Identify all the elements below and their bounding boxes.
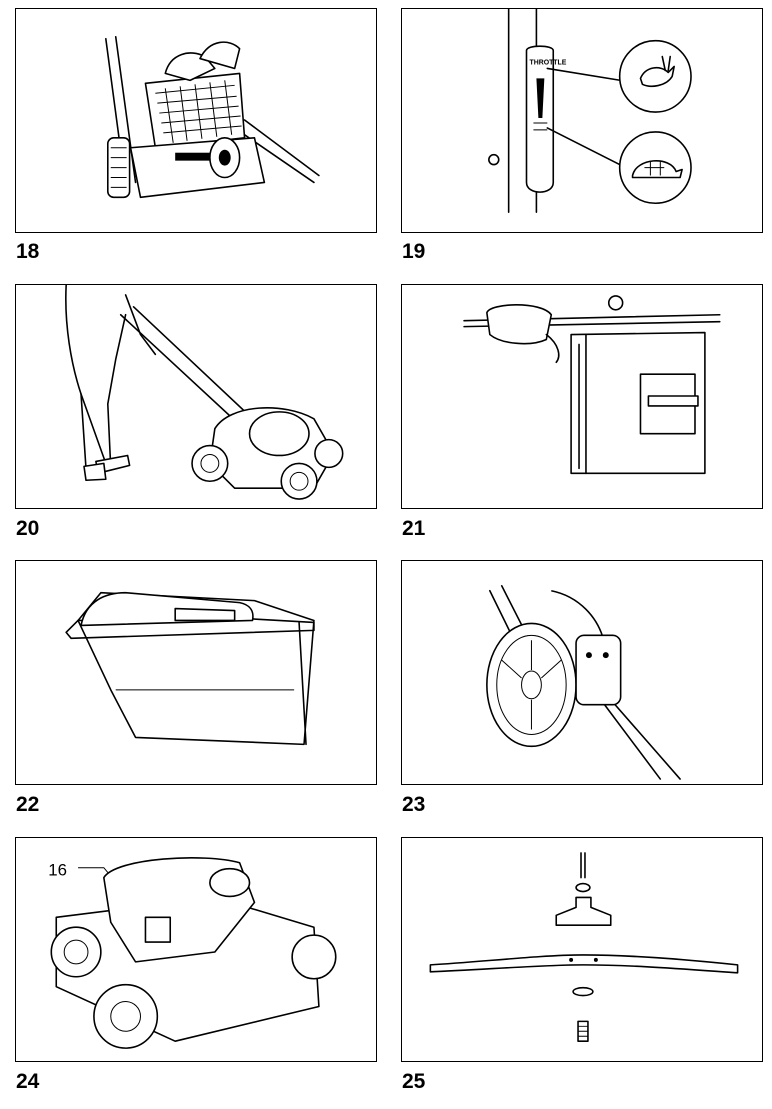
figure-24-number: 24 [16, 1070, 40, 1093]
grass-bag-insertion-illustration [105, 35, 320, 199]
figure-23-number: 23 [402, 793, 426, 816]
figure-23-panel [401, 560, 763, 785]
callout-16: 16 [48, 861, 67, 880]
figure-21-panel [401, 284, 763, 509]
figure-18-panel [15, 8, 377, 233]
throttle-label: THROTTLE [529, 60, 566, 67]
rabbit-icon [618, 39, 692, 113]
turtle-icon [618, 131, 692, 205]
figure-18-number: 18 [16, 240, 40, 263]
figure-20-panel [15, 284, 377, 509]
figure-25-panel [401, 837, 763, 1062]
figure-25-number: 25 [402, 1070, 426, 1093]
figure-22-number: 22 [16, 793, 40, 816]
figure-19-number: 19 [402, 240, 426, 263]
figure-24-panel: 16 [15, 837, 377, 1062]
figure-20-number: 20 [16, 517, 40, 540]
figure-19-panel: THROTTLE [401, 8, 763, 233]
figure-21-number: 21 [402, 517, 426, 540]
figure-22-panel [15, 560, 377, 785]
